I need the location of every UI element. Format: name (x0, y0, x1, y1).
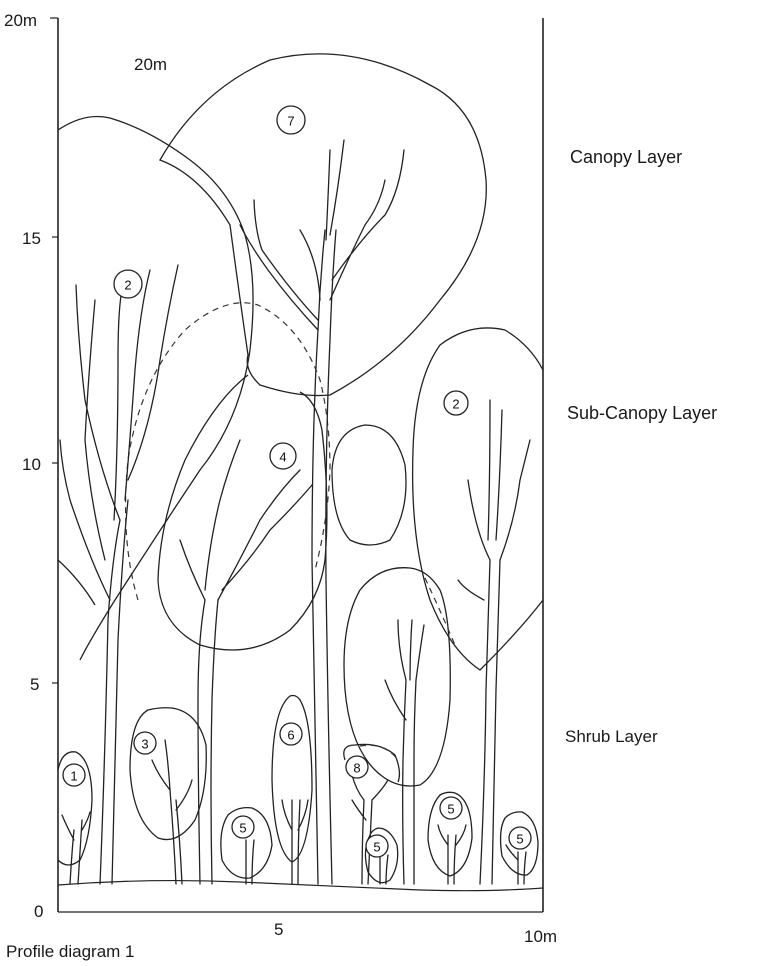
trunk-tree-4 (198, 600, 218, 884)
y-tick-label: 15 (22, 229, 41, 248)
svg-text:5: 5 (373, 840, 380, 855)
species-marker-5-a: 5 (232, 816, 254, 838)
crown-tree-4 (158, 375, 327, 650)
layer-label-sub-canopy: Sub-Canopy Layer (567, 403, 717, 423)
species-marker-8: 8 (346, 756, 368, 778)
species-marker-2-left: 2 (114, 270, 142, 298)
svg-text:5: 5 (516, 832, 523, 847)
crown-mid-right-dashed (425, 578, 455, 645)
svg-text:4: 4 (279, 450, 286, 465)
trunk-shrub-3 (152, 740, 192, 884)
species-marker-6: 6 (280, 723, 302, 745)
layer-label-canopy: Canopy Layer (570, 147, 682, 167)
svg-text:3: 3 (141, 737, 148, 752)
x-tick-label: 5 (274, 920, 283, 939)
species-marker-2-right: 2 (444, 391, 468, 415)
svg-text:5: 5 (239, 821, 246, 836)
species-marker-4: 4 (270, 443, 296, 469)
svg-text:8: 8 (353, 761, 360, 776)
crown-tree-4-dashed (126, 303, 330, 600)
species-markers: 1 2 2 3 4 5 5 5 5 6 7 8 (63, 106, 531, 857)
svg-text:1: 1 (70, 769, 77, 784)
species-marker-3: 3 (134, 732, 156, 754)
trunk-shrub-1 (62, 812, 90, 884)
crown-mid-right (344, 568, 450, 786)
branches-tree-7 (240, 140, 404, 330)
species-marker-1: 1 (63, 764, 85, 786)
branches-tree-2-right (458, 400, 530, 600)
svg-text:6: 6 (287, 728, 294, 743)
trunk-shrub-5d (506, 845, 526, 884)
crown-tree-7 (160, 54, 486, 396)
trunk-mid-right (403, 680, 416, 884)
species-marker-5-b: 5 (366, 835, 388, 857)
trunk-tree-2-right (480, 560, 500, 884)
species-marker-5-c: 5 (440, 797, 462, 819)
svg-text:5: 5 (447, 802, 454, 817)
svg-text:2: 2 (452, 397, 459, 412)
diagram-caption: Profile diagram 1 (6, 942, 135, 961)
trunk-shrub-8 (352, 775, 388, 884)
species-marker-5-d: 5 (509, 827, 531, 849)
y-tick-label: 10 (22, 455, 41, 474)
tree-crowns (58, 54, 543, 883)
svg-text:2: 2 (124, 278, 131, 293)
y-tick-label: 20m (4, 11, 37, 30)
crown-tree-2-left-lower (58, 560, 95, 605)
inner-height-label: 20m (134, 55, 167, 74)
layer-label-shrub: Shrub Layer (565, 727, 658, 746)
crown-tree-2-right (413, 328, 543, 670)
x-tick-label: 10m (524, 927, 557, 946)
y-tick-label: 5 (30, 675, 39, 694)
species-marker-7: 7 (277, 106, 305, 134)
svg-text:7: 7 (287, 114, 294, 129)
crown-small-subcanopy (332, 425, 406, 545)
trunk-shrub-5b (380, 855, 388, 884)
y-axis: 20m 15 10 5 0 (4, 11, 58, 921)
y-tick-label: 0 (34, 902, 43, 921)
